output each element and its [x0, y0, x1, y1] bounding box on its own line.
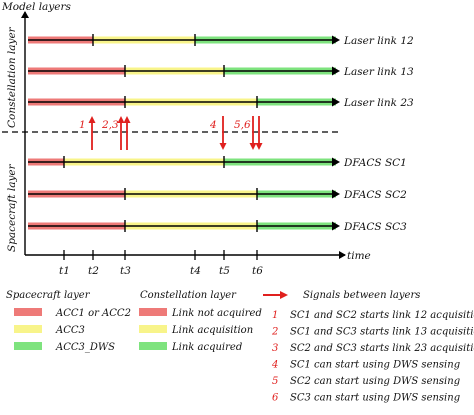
legend-swatch-yellow [14, 325, 42, 333]
row-label: Laser link 12 [343, 35, 414, 47]
legend-swatch-yellow [139, 325, 167, 333]
row-label: DFACS SC3 [343, 221, 407, 233]
legend-signal-number: 3 [272, 343, 278, 354]
row-label: Laser link 13 [343, 66, 414, 78]
legend-item-label: Link acquisition [171, 325, 253, 336]
time-tick-label: t3 [120, 265, 131, 277]
signal-arrow: 4 [209, 116, 227, 150]
legend-spacecraft-title: Spacecraft layer [6, 290, 91, 301]
x-axis-title: time [347, 250, 371, 262]
spacecraft-layer-label: Spacecraft layer [6, 163, 18, 252]
legend-swatch-red [139, 308, 167, 316]
signal-arrow: 2,3 [101, 116, 131, 150]
legend-item-label: ACC3 [55, 325, 85, 336]
time-tick-label: t2 [88, 265, 99, 277]
timeline-row: DFACS SC3 [28, 220, 407, 233]
y-axis-title: Model layers [1, 1, 71, 13]
legend-signal-number: 1 [272, 310, 278, 321]
signal-label: 5,6 [234, 119, 251, 131]
legend-signal-text: SC3 can start using DWS sensing [290, 393, 460, 404]
signal-label: 1 [79, 119, 86, 131]
legend-signal-text: SC1 and SC2 starts link 12 acquisition [290, 310, 474, 321]
time-tick-label: t5 [219, 265, 230, 277]
signal-label: 2,3 [101, 119, 119, 131]
legend-swatch-green [139, 342, 167, 350]
legend-constellation-title: Constellation layer [140, 290, 237, 301]
constellation-layer-label: Constellation layer [6, 26, 18, 128]
legend-signal-number: 4 [271, 360, 278, 371]
legend-signal-text: SC1 can start using DWS sensing [290, 360, 460, 371]
legend-signal-number: 5 [272, 376, 278, 387]
legend-item-label: Link acquired [171, 342, 242, 353]
timeline-row: DFACS SC2 [28, 188, 407, 201]
legend-signal-number: 6 [272, 393, 279, 404]
legend-signal-text: SC2 and SC3 starts link 23 acquisition [290, 343, 474, 354]
legend-swatch-red [14, 308, 42, 316]
legend-swatch-green [14, 342, 42, 350]
row-label: Laser link 23 [343, 97, 414, 109]
time-tick-label: t1 [59, 265, 70, 277]
legend-signals-title: Signals between layers [303, 290, 420, 301]
row-label: DFACS SC2 [343, 189, 407, 201]
row-arrowhead [332, 157, 340, 167]
row-arrowhead [332, 66, 340, 76]
legend-signal-text: SC2 can start using DWS sensing [290, 376, 460, 387]
legend-signal-text: SC1 and SC3 starts link 13 acquisition [290, 327, 474, 338]
legend-signal-arrowhead [280, 291, 288, 299]
legend-item-label: ACC1 or ACC2 [55, 308, 131, 319]
time-tick-label: t6 [252, 265, 263, 277]
row-arrowhead [332, 189, 340, 199]
timeline-row: DFACS SC1 [28, 156, 407, 169]
time-tick-label: t4 [190, 265, 201, 277]
row-arrowhead [332, 221, 340, 231]
legend-item-label: Link not acquired [171, 308, 262, 319]
timeline-row: Laser link 12 [28, 34, 414, 47]
legend-item-label: ACC3_DWS [55, 342, 115, 353]
signal-label: 4 [209, 119, 217, 131]
row-arrowhead [332, 35, 340, 45]
row-label: DFACS SC1 [343, 157, 407, 169]
signal-arrow: 5,6 [234, 116, 263, 150]
timeline-row: Laser link 23 [28, 96, 414, 109]
legend-signal-number: 2 [271, 327, 278, 338]
row-arrowhead [332, 97, 340, 107]
signal-arrow: 1 [79, 116, 96, 150]
timeline-row: Laser link 13 [28, 65, 414, 78]
